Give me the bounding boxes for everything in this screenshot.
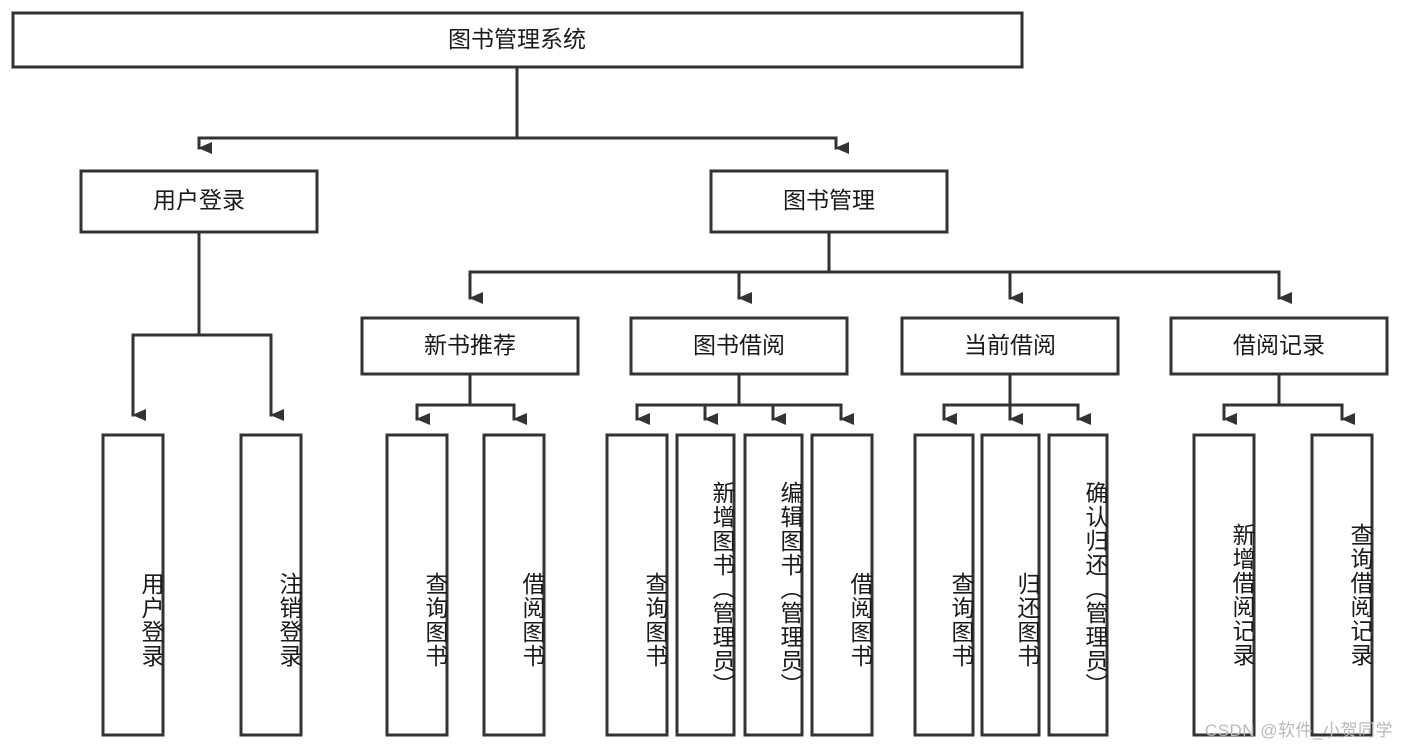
node-new-book-recommend-label: 新书推荐	[424, 332, 516, 358]
node-current-borrow-label: 当前借阅	[964, 332, 1056, 358]
node-borrow-record-box[interactable]	[1169, 316, 1389, 376]
connector-new-book-to-leaves	[415, 372, 527, 425]
node-borrow-record-label: 借阅记录	[1233, 332, 1325, 358]
node-new-book-recommend-box[interactable]	[360, 316, 580, 376]
connector-book-manage-to-level3	[468, 230, 1292, 304]
connector-borrow-record-to-leaves	[1222, 372, 1355, 425]
leaf-box-book-borrow-1[interactable]	[675, 433, 736, 737]
leaf-box-borrow-record-0[interactable]	[1192, 433, 1256, 737]
leaf-box-book-borrow-3[interactable]	[810, 433, 874, 737]
node-user-login-label: 用户登录	[153, 187, 245, 213]
node-book-borrow-box[interactable]	[629, 316, 849, 376]
leaf-box-book-borrow-2[interactable]	[743, 433, 804, 737]
node-root-label: 图书管理系统	[448, 26, 586, 52]
node-root-box[interactable]	[11, 11, 1024, 69]
node-user-login-box[interactable]	[79, 169, 319, 234]
leaf-box-current-borrow-1[interactable]	[980, 433, 1041, 737]
node-book-manage-label: 图书管理	[783, 187, 875, 213]
leaf-box-current-borrow-2[interactable]	[1047, 433, 1109, 737]
connector-user-login-to-leaves	[131, 230, 284, 421]
node-book-manage-box[interactable]	[709, 169, 949, 234]
node-current-borrow-box[interactable]	[900, 316, 1120, 376]
leaf-box-borrow-record-1[interactable]	[1310, 433, 1374, 737]
node-book-borrow-label: 图书借阅	[693, 332, 785, 358]
connector-root-to-level2	[197, 65, 849, 154]
leaf-box-new-book-1[interactable]	[482, 433, 546, 737]
csdn-watermark: CSDN @软件_小贺同学	[1204, 721, 1393, 740]
connector-book-borrow-to-leaves	[635, 372, 854, 425]
leaf-box-user-login-1[interactable]	[239, 433, 303, 737]
leaf-box-user-login-0[interactable]	[101, 433, 165, 737]
leaf-box-current-borrow-0[interactable]	[913, 433, 975, 737]
leaf-box-book-borrow-0[interactable]	[605, 433, 669, 737]
connector-current-borrow-to-leaves	[942, 372, 1091, 425]
leaf-box-new-book-0[interactable]	[385, 433, 449, 737]
